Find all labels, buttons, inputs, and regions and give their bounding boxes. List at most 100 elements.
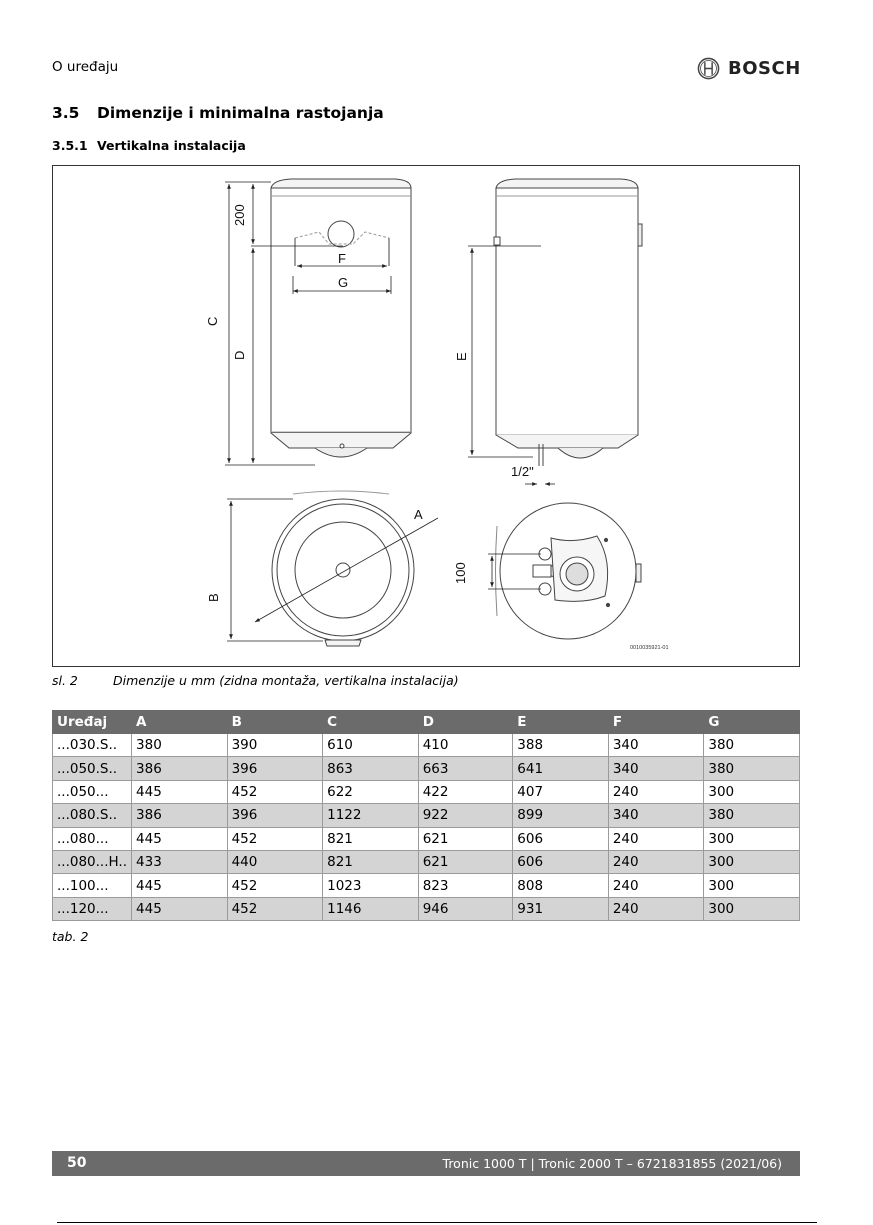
table-cell: ...100...	[51, 873, 133, 898]
table-cell: 946	[417, 896, 514, 922]
table-cell: 452	[226, 779, 324, 805]
table-cell: ...050...	[51, 779, 133, 805]
table-cell: 641	[512, 756, 609, 781]
table-cell: 422	[417, 779, 514, 805]
dimension-label-g: G	[338, 275, 348, 290]
dimension-label-half-inch: 1/2"	[511, 464, 534, 479]
table-cell: 1146	[322, 896, 419, 922]
table-cell: 445	[131, 896, 228, 922]
top-view-dimensions	[227, 498, 439, 642]
side-view	[493, 178, 643, 466]
table-cell: 823	[417, 873, 514, 898]
table-header-cell: E	[512, 710, 609, 734]
top-view-side	[495, 502, 642, 640]
table-header-cell: D	[417, 710, 514, 734]
table-cell: 240	[607, 779, 705, 805]
brand-name: BOSCH	[728, 57, 801, 79]
table-cell: ...050.S..	[51, 756, 133, 781]
table-cell: 621	[417, 826, 514, 851]
table-cell: 300	[703, 826, 800, 851]
dimension-label-100: 100	[453, 562, 468, 584]
figure-code: 0010035921-01	[630, 645, 669, 651]
table-cell: 606	[512, 849, 609, 875]
table-cell: 931	[512, 896, 609, 922]
document-title: Tronic 1000 T | Tronic 2000 T – 67218318…	[442, 1156, 782, 1171]
table-cell: ...080...	[51, 826, 133, 851]
table-cell: 240	[607, 873, 705, 898]
dimension-label-d: D	[232, 351, 247, 360]
dimension-label-c: C	[205, 317, 220, 326]
table-header-cell: Uređaj	[51, 710, 133, 734]
table-header-cell: A	[131, 710, 228, 734]
figure-caption-label: sl. 2	[52, 673, 78, 688]
table-cell: 380	[131, 732, 228, 758]
top-view-side-dimensions	[488, 553, 541, 590]
table-cell: 821	[322, 826, 419, 851]
table-cell: 899	[512, 803, 609, 828]
table-cell: 410	[417, 732, 514, 758]
table-cell: 386	[131, 756, 228, 781]
section-number: 3.5	[52, 104, 80, 122]
side-dimensions	[468, 245, 555, 486]
table-cell: 240	[607, 826, 705, 851]
table-cell: 445	[131, 779, 228, 805]
subsection-number: 3.5.1	[52, 138, 88, 153]
table-cell: ...030.S..	[51, 732, 133, 758]
table-cell: 922	[417, 803, 514, 828]
table-cell: 445	[131, 826, 228, 851]
table-cell: 380	[703, 732, 800, 758]
table-cell: 340	[607, 732, 705, 758]
front-dimensions	[225, 181, 392, 466]
table-cell: 380	[703, 803, 800, 828]
table-cell: 1122	[322, 803, 419, 828]
table-header-cell: C	[322, 710, 419, 734]
table-cell: ...120...	[51, 896, 133, 922]
table-cell: 610	[322, 732, 419, 758]
table-cell: 808	[512, 873, 609, 898]
front-view	[270, 178, 412, 458]
table-cell: 340	[607, 803, 705, 828]
bottom-rule	[57, 1222, 817, 1223]
subsection-heading: 3.5.1 Vertikalna instalacija	[52, 138, 246, 153]
table-cell: 388	[512, 732, 609, 758]
table-cell: 300	[703, 896, 800, 922]
section-title: Dimenzije i minimalna rastojanja	[97, 104, 384, 122]
dimension-label-a: A	[414, 507, 423, 522]
table-header-row: Uređaj A B C D E F G	[51, 710, 800, 734]
table-cell: 622	[322, 779, 419, 805]
table-cell: 396	[226, 803, 324, 828]
table-cell: 300	[703, 779, 800, 805]
dimension-label-200: 200	[232, 204, 247, 226]
dimension-label-e: E	[454, 352, 469, 361]
table-header-cell: F	[607, 710, 705, 734]
subsection-title: Vertikalna instalacija	[97, 138, 246, 153]
page-footer: 50 Tronic 1000 T | Tronic 2000 T – 67218…	[52, 1151, 800, 1176]
table-cell: 821	[322, 849, 419, 875]
table-cell: 440	[226, 849, 324, 875]
table-cell: ...080...H..	[51, 849, 133, 875]
brand: BOSCH	[697, 56, 801, 80]
table-cell: 396	[226, 756, 324, 781]
table-cell: 606	[512, 826, 609, 851]
table-header-cell: G	[703, 710, 800, 734]
table-cell: 621	[417, 849, 514, 875]
table-cell: 300	[703, 873, 800, 898]
table-cell: 863	[322, 756, 419, 781]
section-heading: 3.5 Dimenzije i minimalna rastojanja	[52, 104, 384, 122]
table-cell: 300	[703, 849, 800, 875]
table-header-cell: B	[226, 710, 324, 734]
table-cell: 445	[131, 873, 228, 898]
bosch-logo-icon	[697, 57, 720, 79]
dimension-label-f: F	[338, 251, 346, 266]
table-cell: 452	[226, 826, 324, 851]
table-cell: 240	[607, 849, 705, 875]
table-cell: 433	[131, 849, 228, 875]
table-cell: 663	[417, 756, 514, 781]
top-view-front	[271, 490, 415, 647]
